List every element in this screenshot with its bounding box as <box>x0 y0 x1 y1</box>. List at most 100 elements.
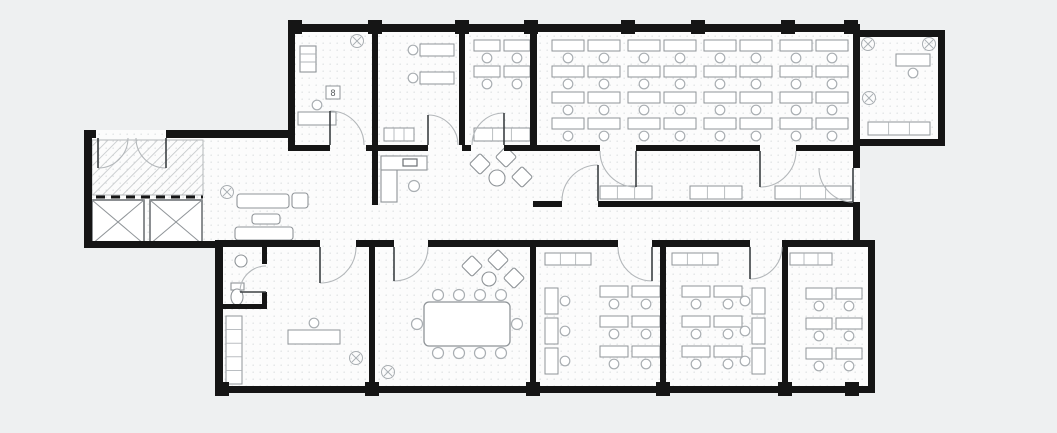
open-office-cluster-2-desk <box>627 39 661 52</box>
column <box>455 20 469 34</box>
office-3-desks-chair <box>481 52 493 64</box>
south-office-2-cluster-chair <box>690 328 702 340</box>
open-office-cluster-3-desk <box>739 65 773 78</box>
southwest-office-door-arc <box>319 246 357 284</box>
open-office-cluster-1-desk <box>551 117 585 130</box>
column <box>621 20 635 34</box>
office-2-desks-chair <box>407 72 419 84</box>
column <box>526 382 540 396</box>
column <box>845 382 859 396</box>
cabinet-south-2 <box>671 252 719 266</box>
south-office-1-cluster-chair <box>640 298 652 310</box>
south-office-1-cluster-chair <box>608 358 620 370</box>
wall-segment <box>782 247 788 386</box>
manager-desk-desk <box>287 329 341 345</box>
storage-corridor-door-arc <box>561 164 599 202</box>
plant-icon <box>381 365 395 379</box>
open-office-cluster-2-chair <box>674 52 686 64</box>
conference-chair <box>494 288 508 302</box>
plant-icon <box>350 34 364 48</box>
open-office-cluster-2-desk <box>627 91 661 104</box>
open-office-cluster-3-desk <box>703 39 737 52</box>
meeting-room-door-arc <box>393 246 429 282</box>
open-office-cluster-3-desk <box>739 117 773 130</box>
south-office-2-wall-desks-chair <box>739 355 751 367</box>
south-office-1-cluster-chair <box>608 298 620 310</box>
plant-icon <box>922 37 936 51</box>
column <box>524 20 538 34</box>
plant-icon <box>349 351 363 365</box>
wall-segment <box>262 292 267 309</box>
south-office-3-cluster-chair <box>843 360 855 372</box>
south-office-3-cluster-chair <box>813 300 825 312</box>
office-1-desk-desk <box>297 111 337 126</box>
open-office-cluster-4-chair <box>790 130 802 142</box>
open-office-door-1-arc <box>599 150 637 188</box>
south-office-1-cluster-chair <box>640 328 652 340</box>
plant-leaf <box>924 39 934 49</box>
open-office-cluster-3-desk <box>739 39 773 52</box>
plant-icon <box>861 37 875 51</box>
open-office-cluster-1-chair <box>562 130 574 142</box>
upper-block-floor-texture <box>288 24 860 248</box>
open-office-cluster-1-desk <box>587 65 621 78</box>
open-office-cluster-1-desk <box>587 91 621 104</box>
open-office-cluster-2-chair <box>638 130 650 142</box>
wall-segment <box>288 145 330 151</box>
wall-segment <box>853 202 860 247</box>
wall-segment <box>366 145 428 151</box>
south-office-1-wall-desks-chair <box>559 325 571 337</box>
wall-segment <box>84 130 96 138</box>
south-office-3-cluster-desk <box>835 287 863 300</box>
open-office-cluster-1-chair <box>598 78 610 90</box>
conference-chair <box>431 288 445 302</box>
office-2-desks-chair <box>407 44 419 56</box>
wall-segment <box>223 304 267 309</box>
south-office-1-cluster-chair <box>608 328 620 340</box>
open-office-cluster-1-chair <box>562 52 574 64</box>
column <box>778 382 792 396</box>
office-3-desks-desk <box>503 65 531 78</box>
open-office-cluster-3-chair <box>750 52 762 64</box>
plant-icon <box>220 185 234 199</box>
column <box>365 382 379 396</box>
wall-segment <box>853 30 945 37</box>
conference-chair <box>473 346 487 360</box>
south-office-2-wall-desks-chair <box>739 325 751 337</box>
open-office-cluster-1-chair <box>562 78 574 90</box>
open-office-cluster-2-desk <box>627 117 661 130</box>
sofa-2 <box>234 226 294 241</box>
cabinet-office-2 <box>383 127 415 142</box>
plant-leaf <box>863 39 873 49</box>
open-office-cluster-2-chair <box>638 52 650 64</box>
south-office-1-wall-desks-chair <box>559 295 571 307</box>
meeting-lounge-seat <box>487 249 509 271</box>
coffee-table <box>251 213 281 225</box>
room-number-label: 8 <box>330 88 335 98</box>
wall-segment <box>372 145 378 205</box>
plant-leaf <box>222 187 232 197</box>
open-office-cluster-2-desk <box>663 91 697 104</box>
open-office-cluster-3-desk <box>703 65 737 78</box>
reception-monitor <box>402 158 418 167</box>
south-office-1-cluster-desk <box>631 285 661 298</box>
conference-chair <box>494 346 508 360</box>
south-office-1-cluster-desk <box>599 345 629 358</box>
conference-table <box>423 301 511 347</box>
open-office-cluster-4-desk <box>815 91 849 104</box>
wall-segment <box>369 247 375 386</box>
open-office-cluster-2-chair <box>674 78 686 90</box>
south-office-2-cluster-desk <box>713 345 743 358</box>
south-office-3-cluster-desk <box>805 287 833 300</box>
wall-segment <box>459 30 465 145</box>
corridor-lounge-seat <box>495 146 517 168</box>
column <box>215 382 229 396</box>
open-office-cluster-2-chair <box>638 78 650 90</box>
open-office-cluster-4-desk <box>779 65 813 78</box>
wall-segment <box>504 145 533 151</box>
office-2-door-arc <box>427 114 459 146</box>
south-office-1-cluster-desk <box>599 315 629 328</box>
office-3-desks-chair <box>481 78 493 90</box>
